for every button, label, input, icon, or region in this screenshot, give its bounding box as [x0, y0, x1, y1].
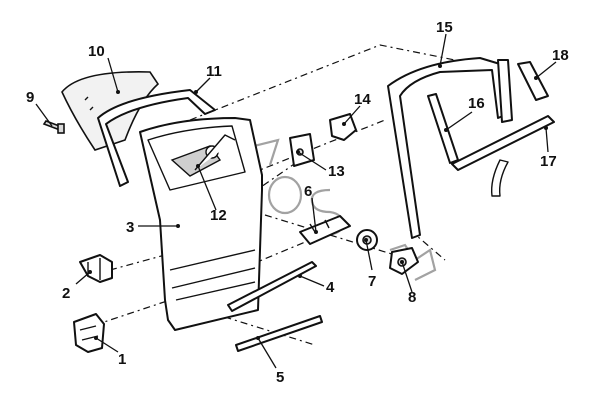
- callout-14: 14: [354, 91, 371, 108]
- callout-9: 9: [26, 89, 34, 106]
- callout-4: 4: [326, 279, 335, 296]
- part-17-strip: [451, 115, 555, 197]
- callout-2: 2: [62, 285, 70, 302]
- part-9-screw: [42, 120, 65, 134]
- part-4-molding: [227, 261, 317, 312]
- callout-11: 11: [206, 63, 222, 80]
- part-6-handle: [299, 215, 351, 245]
- part-14-bracket: [329, 113, 357, 141]
- callout-8: 8: [408, 289, 416, 306]
- callout-labels: 1 2 3 4 5 6 7 8 9 10 11 12 13 14 15 16 1…: [26, 19, 569, 386]
- part-12-regulator: [170, 134, 236, 177]
- part-16-channel: [427, 93, 459, 164]
- callout-3: 3: [126, 219, 134, 236]
- callout-12: 12: [210, 207, 227, 224]
- part-1-hinge: [73, 313, 105, 353]
- callout-16: 16: [468, 95, 485, 112]
- callout-18: 18: [552, 47, 569, 64]
- part-5-molding: [235, 315, 323, 352]
- part-2-hinge: [79, 254, 113, 283]
- callout-5: 5: [276, 369, 284, 386]
- leader-lines: [35, 33, 557, 369]
- callout-13: 13: [328, 163, 345, 180]
- part-11-frame: [97, 89, 216, 187]
- callout-17: 17: [540, 153, 557, 170]
- part-18-seal: [517, 61, 549, 101]
- callout-10: 10: [88, 43, 105, 60]
- callout-1: 1: [118, 351, 126, 368]
- callout-15: 15: [436, 19, 453, 36]
- callout-6: 6: [304, 183, 312, 200]
- callout-7: 7: [368, 273, 376, 290]
- part-15-frame: [387, 57, 513, 239]
- part-13-bracket: [289, 133, 315, 167]
- part-8-latch: [389, 247, 419, 275]
